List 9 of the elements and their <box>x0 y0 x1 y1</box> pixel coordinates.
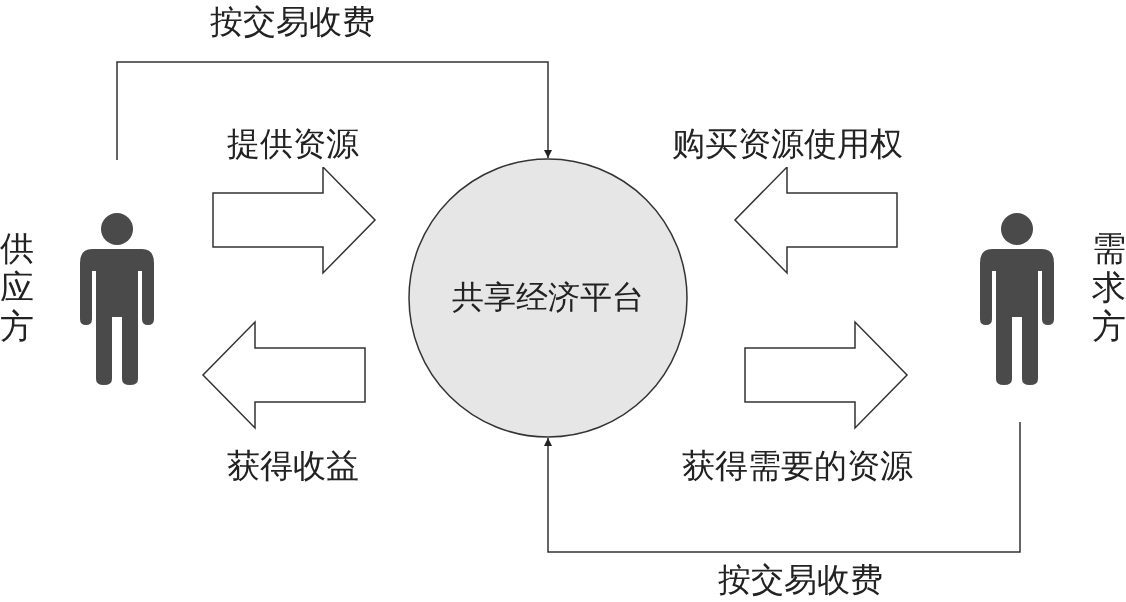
role-label: 需求方 <box>1092 229 1126 347</box>
role-label: 供应方 <box>0 229 34 347</box>
arrow <box>544 421 1021 553</box>
block-arrow <box>212 165 377 275</box>
platform-label: 共享经济平台 <box>452 277 644 318</box>
block-arrow <box>733 165 898 275</box>
block-arrow <box>744 320 909 430</box>
arrow <box>116 61 552 161</box>
block-arrow <box>201 320 366 430</box>
